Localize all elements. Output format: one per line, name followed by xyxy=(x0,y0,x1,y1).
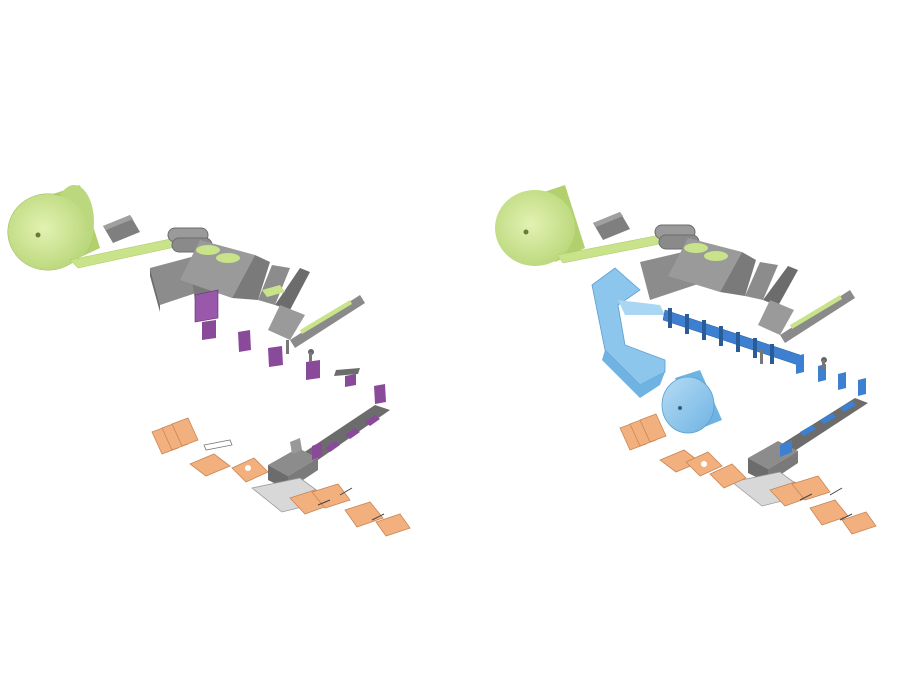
folding-track-left xyxy=(180,240,365,348)
left-process-panel xyxy=(7,185,411,537)
packages-left xyxy=(151,417,411,537)
feeder-box-left xyxy=(103,215,140,243)
right-process-panel xyxy=(495,185,877,535)
blue-roll xyxy=(661,370,722,434)
conveyor-left xyxy=(300,405,390,462)
conveyor-right xyxy=(780,398,868,452)
packages-right xyxy=(619,413,877,535)
package-stack-left xyxy=(151,417,199,455)
product-pieces-right xyxy=(662,308,866,396)
product-pieces-left xyxy=(194,289,386,404)
material-roll-left xyxy=(7,185,100,271)
blue-chute xyxy=(591,267,666,398)
folding-track-right xyxy=(668,238,855,343)
package-stack-right xyxy=(619,413,667,451)
feeder-box-right xyxy=(593,212,630,240)
material-roll-right xyxy=(495,185,585,266)
